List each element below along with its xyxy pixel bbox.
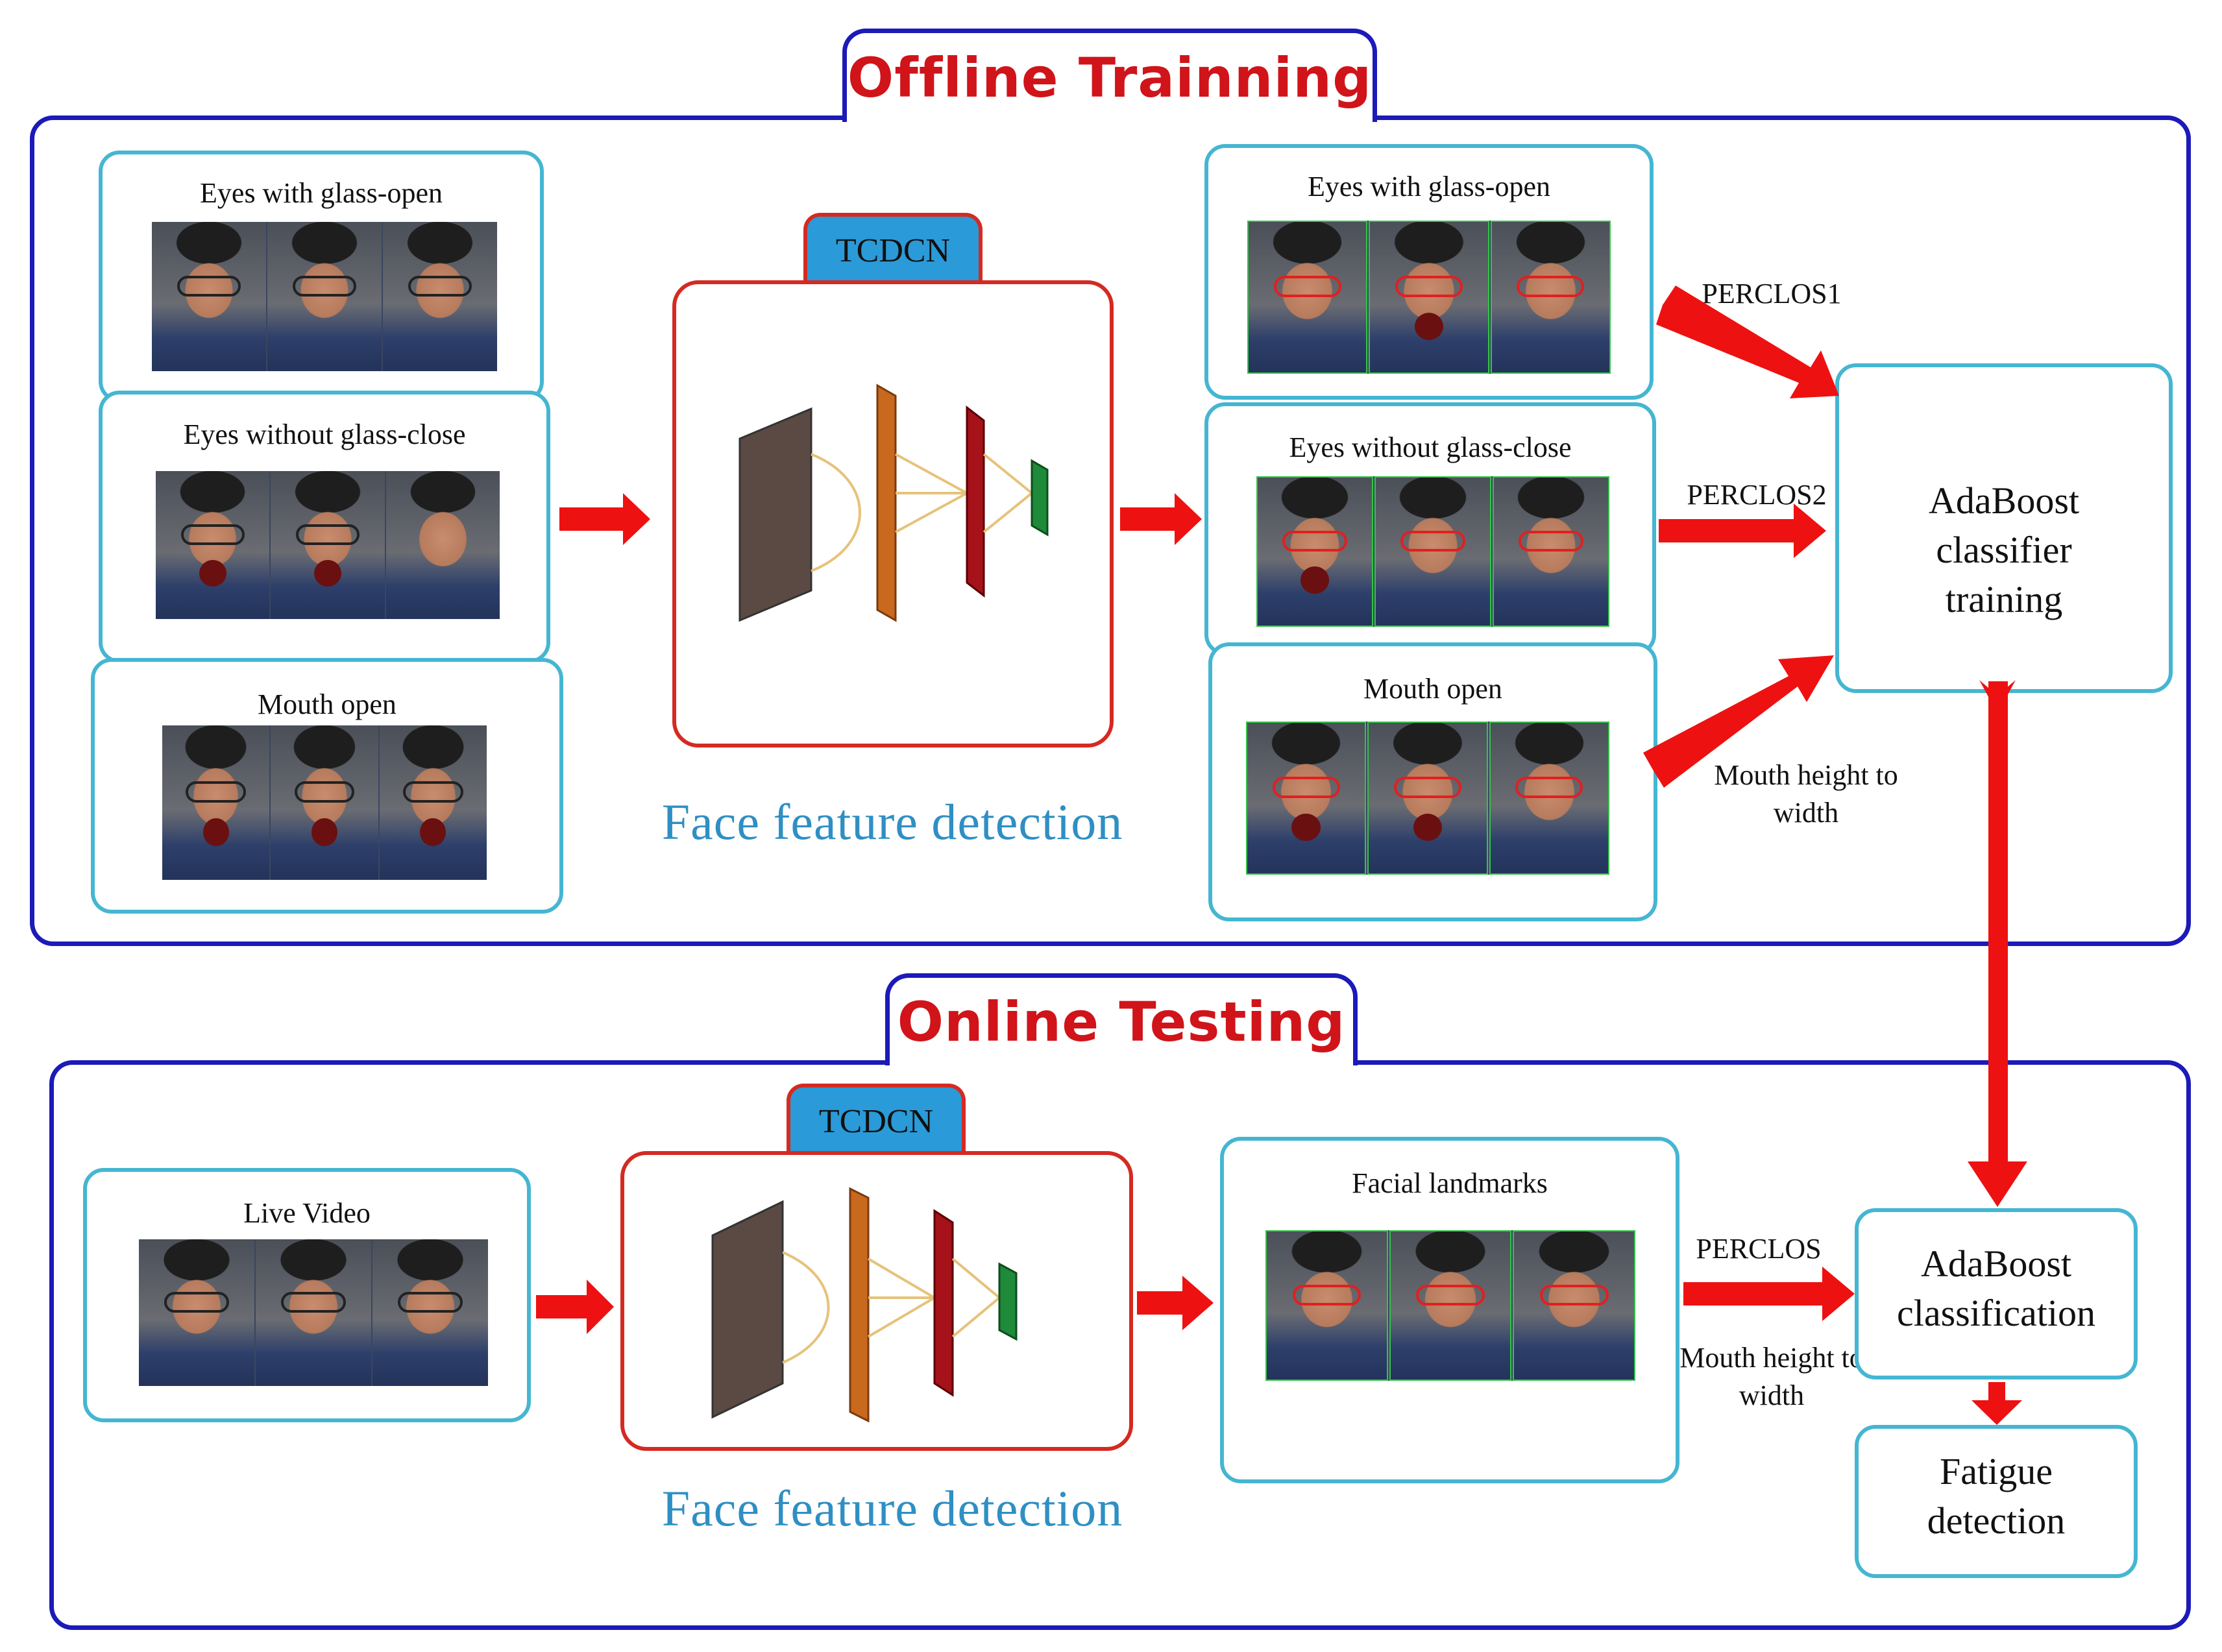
face-photo (139, 1239, 256, 1386)
card-label: Facial landmarks (1352, 1167, 1548, 1199)
face-photo (162, 725, 271, 880)
card-label: Mouth open (258, 688, 397, 720)
landmark-face-photo (1367, 722, 1489, 875)
landmark-photo-strip (1256, 476, 1609, 627)
landmark-face-photo (1256, 476, 1374, 627)
perclos1-label: PERCLOS1 (1702, 278, 1842, 310)
online-landmarks-card: Facial landmarks (1220, 1137, 1679, 1483)
fatigue-detection-text: Fatigue detection (1927, 1450, 2066, 1542)
offline-input-card-eyes-glass-open: Eyes with glass-open (99, 151, 544, 402)
face-photo (267, 222, 383, 371)
landmark-face-photo (1490, 221, 1611, 374)
offline-tcdcn-tab: TCDCN (803, 213, 983, 284)
mouth-ratio-label-offline: Mouth height to width (1714, 759, 1898, 829)
face-photo-strip (152, 222, 497, 371)
face-photo (256, 1239, 372, 1386)
face-photo-strip (162, 725, 487, 880)
card-label: Eyes with glass-open (1308, 171, 1550, 202)
face-photo (156, 471, 271, 619)
offline-input-card-mouth-open: Mouth open (91, 658, 563, 914)
online-live-video-card: Live Video (83, 1168, 531, 1422)
face-photo-strip (156, 471, 500, 619)
arrow-training-to-classification (1968, 681, 2027, 1207)
online-title: Online Testing (897, 990, 1346, 1054)
card-label: Eyes with glass-open (200, 177, 443, 209)
online-network-glyph (711, 1187, 1018, 1423)
face-photo (271, 725, 380, 880)
mouth-ratio-label-online: Mouth height to width (1679, 1342, 1864, 1411)
offline-network-glyph (739, 383, 1049, 622)
card-label: Live Video (243, 1197, 371, 1229)
landmark-photo-strip (1265, 1230, 1636, 1381)
landmark-face-photo (1513, 1230, 1636, 1381)
face-photo (383, 222, 497, 371)
online-network-caption: Face feature detection (661, 1480, 1123, 1537)
face-photo (385, 471, 500, 619)
adaboost-training-text: AdaBoost classifier training (1929, 480, 2079, 620)
flow-arrows (536, 285, 2027, 1425)
arrow-classification-to-fatigue (1972, 1382, 2022, 1425)
offline-output-card-mouth-open: Mouth open (1208, 642, 1657, 921)
card-label: Mouth open (1363, 673, 1502, 705)
offline-network-caption: Face feature detection (661, 794, 1123, 850)
landmark-face-photo (1389, 1230, 1513, 1381)
arrow-mouth (1643, 655, 1834, 788)
tcdcn-label: TCDCN (835, 232, 951, 269)
face-photo (271, 471, 386, 619)
fatigue-detection-box: Fatigue detection (1855, 1425, 2138, 1578)
adaboost-classification-text: AdaBoost classification (1896, 1243, 2095, 1334)
arrow-video-to-network (536, 1280, 614, 1334)
arrow-network-to-landmarks (1137, 1276, 1214, 1330)
landmark-face-photo (1246, 722, 1368, 875)
landmark-photo-strip (1246, 722, 1609, 875)
online-title-tab: Online Testing (885, 973, 1358, 1065)
face-photo-strip (139, 1239, 488, 1386)
landmark-face-photo (1247, 221, 1369, 374)
landmark-face-photo (1369, 221, 1491, 374)
landmark-face-photo (1374, 476, 1493, 627)
perclos2-label: PERCLOS2 (1687, 479, 1827, 511)
arrow-perclos1 (1656, 285, 1839, 398)
offline-output-card-eyes-glass-open: Eyes with glass-open (1204, 144, 1654, 400)
perclos-label-online: PERCLOS (1696, 1233, 1822, 1265)
landmark-photo-strip (1247, 221, 1611, 374)
landmark-face-photo (1493, 476, 1609, 627)
adaboost-training-box: AdaBoost classifier training (1835, 363, 2173, 693)
arrow-network-to-outputs (1120, 493, 1202, 545)
card-label: Eyes without glass-close (183, 419, 466, 450)
adaboost-classification-box: AdaBoost classification (1855, 1208, 2138, 1379)
arrow-input-to-network (559, 493, 650, 545)
offline-title: Offline Trainning (847, 45, 1373, 110)
landmark-face-photo (1265, 1230, 1389, 1381)
arrow-landmarks-to-classification (1683, 1267, 1855, 1321)
face-photo (372, 1239, 488, 1386)
offline-output-card-eyes-no-glass-close: Eyes without glass-close (1204, 402, 1656, 655)
landmark-face-photo (1489, 722, 1609, 875)
offline-title-tab: Offline Trainning (842, 29, 1377, 122)
card-label: Eyes without glass-close (1289, 431, 1572, 463)
arrow-perclos2 (1659, 504, 1826, 558)
online-tcdcn-tab: TCDCN (787, 1084, 966, 1155)
online-network-box (620, 1151, 1133, 1451)
face-photo (379, 725, 487, 880)
offline-input-card-eyes-no-glass-close: Eyes without glass-close (99, 391, 550, 663)
arrow-head-up (1979, 680, 2016, 714)
tcdcn-label: TCDCN (818, 1102, 934, 1140)
face-photo (152, 222, 267, 371)
